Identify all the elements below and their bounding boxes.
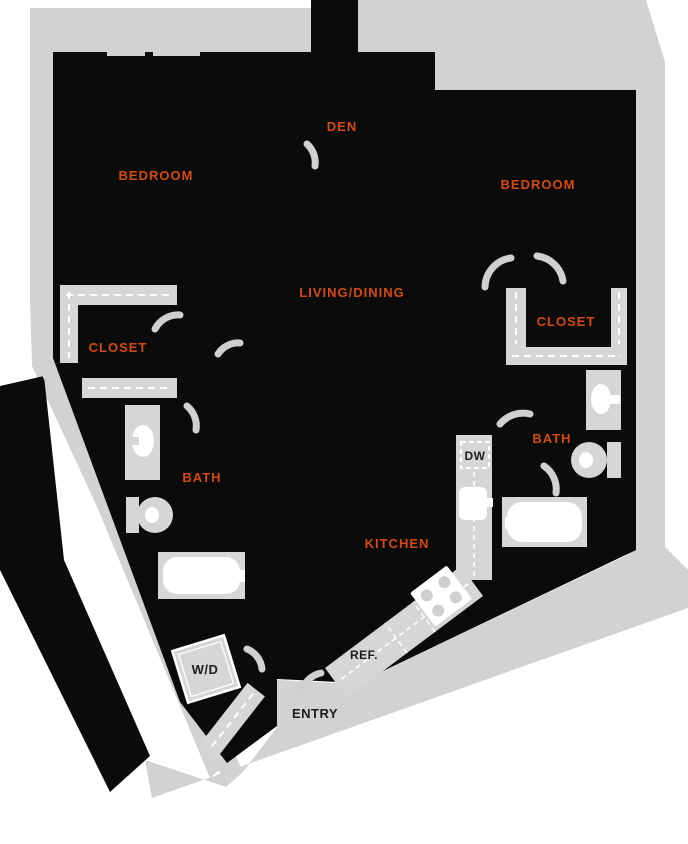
tub-faucet <box>505 517 516 529</box>
door-swing-arc <box>540 462 560 497</box>
walkway-wedge <box>145 547 688 798</box>
stove <box>410 566 472 626</box>
bathtub <box>163 557 240 594</box>
door-swing-arc <box>533 252 567 285</box>
label-kitchen: KITCHEN <box>365 536 430 551</box>
dishwasher-box <box>460 441 490 469</box>
door-swing-arc <box>496 409 534 428</box>
window-slit <box>153 50 200 56</box>
window-slit <box>107 50 145 56</box>
label-closet-left: CLOSET <box>89 340 148 355</box>
door-swing-arc <box>297 669 325 697</box>
door-swing-arc <box>214 339 244 358</box>
washer-dryer <box>170 633 242 705</box>
entry-closet <box>197 682 265 762</box>
label-entry: ENTRY <box>292 706 338 721</box>
door-swing-arc <box>303 140 319 170</box>
bathtub <box>507 502 582 542</box>
label-bath-left: BATH <box>182 470 221 485</box>
door-swing-arc <box>481 254 515 291</box>
kitchen-fixtures <box>325 435 493 698</box>
sink-faucet <box>483 498 493 507</box>
door-swing-arc <box>151 311 184 333</box>
door-swing-arc <box>243 645 266 673</box>
label-bedroom-right: BEDROOM <box>501 177 576 192</box>
door-swing-arc <box>183 402 200 434</box>
tub-faucet <box>234 570 245 582</box>
neighbor-wall-mass <box>0 376 150 792</box>
sink <box>591 384 611 414</box>
faucet <box>126 437 139 445</box>
kitchen-sink <box>459 487 487 520</box>
closet-right-unit <box>506 288 627 365</box>
label-closet-right: CLOSET <box>537 314 596 329</box>
toilet-tank <box>126 497 139 533</box>
bathroom-right <box>502 370 621 547</box>
label-den: DEN <box>327 119 357 134</box>
closet-left-unit <box>60 285 177 398</box>
faucet <box>607 395 620 404</box>
label-washer-dryer: W/D <box>192 662 219 677</box>
label-refrigerator: REF. <box>350 648 378 662</box>
bathroom-left <box>125 405 245 599</box>
label-living-dining: LIVING/DINING <box>299 285 404 300</box>
label-bath-right: BATH <box>532 431 571 446</box>
label-dishwasher: DW <box>465 449 486 463</box>
outline-top-left-band <box>30 8 311 52</box>
sink <box>132 425 154 457</box>
label-bedroom-left: BEDROOM <box>119 168 194 183</box>
toilet-tank <box>607 442 621 478</box>
